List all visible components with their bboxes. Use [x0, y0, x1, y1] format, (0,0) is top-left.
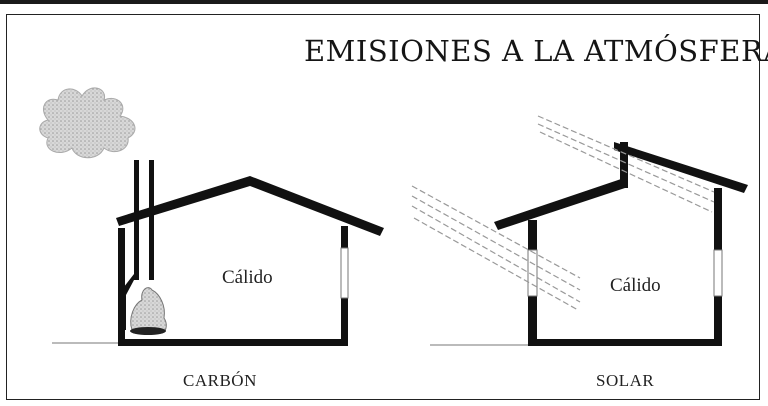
sun-rays-icon: [411, 115, 715, 311]
solar-caption: SOLAR: [596, 371, 655, 390]
coal-house: [39, 87, 384, 346]
diagram-title: EMISIONES A LA ATMÓSFERA: [304, 34, 768, 68]
solar-room-label: Cálido: [610, 275, 661, 296]
top-border: [0, 0, 768, 4]
fire-icon: [130, 287, 167, 333]
coal-room-label: Cálido: [222, 267, 273, 288]
coal-caption: CARBÓN: [183, 371, 257, 390]
smoke-cloud-icon: [39, 87, 136, 159]
solar-house: [411, 115, 748, 346]
diagram-frame: [6, 14, 760, 400]
